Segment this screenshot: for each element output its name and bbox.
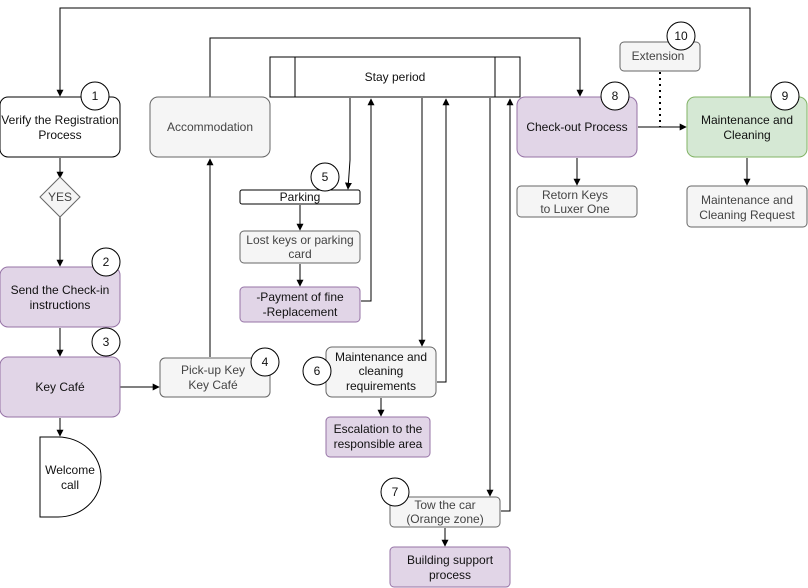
step-number-7: 7 [380,477,410,507]
node-payment-fine: -Payment of fine-Replacement [239,286,361,323]
svg-text:4: 4 [262,355,269,369]
svg-text:Tow the car(Orange zone): Tow the car(Orange zone) [406,498,483,526]
svg-text:5: 5 [322,170,329,184]
node-accommodation: Accommodation [149,96,271,158]
svg-text:Stay period: Stay period [365,70,426,84]
decision-yes: YES [39,176,81,218]
node-checkout: Check-out Process [516,96,638,158]
svg-text:1: 1 [92,89,99,103]
svg-text:Key Café: Key Café [35,380,85,394]
node-stay-period: Stay period [269,56,521,98]
svg-text:9: 9 [782,89,789,103]
node-tow-car: Tow the car(Orange zone) [389,496,501,528]
connector-payment-to-stay [361,98,375,302]
step-number-2: 2 [91,247,121,277]
svg-text:3: 3 [103,335,110,349]
svg-text:7: 7 [392,485,399,499]
step-number-1: 1 [80,81,110,111]
svg-text:Extension: Extension [632,49,685,63]
step-number-5: 5 [310,162,340,192]
svg-text:2: 2 [103,255,110,269]
connectors [56,7,751,547]
step-number-6: 6 [302,356,332,386]
step-number-10: 10 [666,21,696,51]
node-key-cafe: Key Café [0,356,121,418]
svg-text:8: 8 [612,89,619,103]
step-number-9: 9 [770,81,800,111]
step-number-3: 3 [91,327,121,357]
connector-maintenance-to-stay [437,98,450,383]
svg-text:Accommodation: Accommodation [167,120,253,134]
svg-text:YES: YES [48,190,72,204]
svg-text:Parking: Parking [280,190,321,204]
node-parking: Parking [239,189,361,205]
step-number-4: 4 [250,347,280,377]
svg-text:-Payment of fine-Replacement: -Payment of fine-Replacement [256,290,344,319]
svg-text:10: 10 [674,29,688,43]
step-number-8: 8 [600,81,630,111]
connector-accommodation-to-checkout [209,37,584,97]
svg-text:Check-out Process: Check-out Process [526,120,627,134]
connector-stay-to-parking [344,98,352,190]
connector-tow-to-stay [501,98,514,512]
connector-maintenance-to-verify [56,7,751,97]
svg-text:6: 6 [314,364,321,378]
